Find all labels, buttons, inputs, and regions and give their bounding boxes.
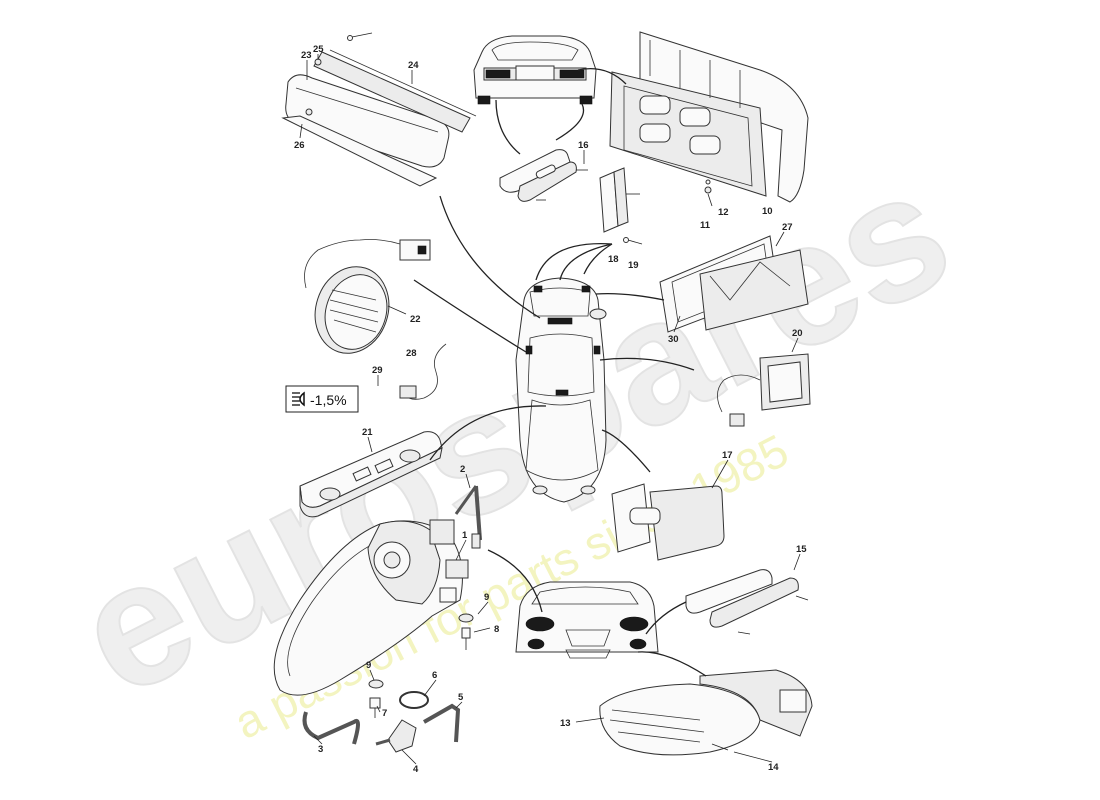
callout-23: 23: [301, 50, 312, 61]
bulb-harness: [399, 343, 447, 400]
level-symbol-text: -1,5%: [310, 392, 347, 408]
car-front-view: [515, 581, 659, 659]
headlamp-fixings: [302, 613, 474, 753]
callout-26: 26: [294, 140, 305, 151]
number-plate-lamp: [499, 149, 588, 202]
callout-19: 19: [628, 260, 639, 271]
callout-25: 25: [313, 44, 324, 55]
reverse-lamp-seal: [599, 167, 643, 245]
callout-21: 21: [362, 427, 373, 438]
rear-light-cluster: [609, 31, 809, 203]
fog-lamp: [599, 669, 813, 756]
callout-5: 5: [458, 692, 464, 703]
callout-10: 10: [762, 206, 773, 217]
callout-14: 14: [768, 762, 779, 773]
headlamp-level-label: -1,5%: [285, 385, 359, 413]
callout-12: 12: [718, 207, 729, 218]
interior-lamp: [299, 431, 443, 518]
callout-ticks: [299, 54, 801, 765]
callout-11: 11: [700, 220, 711, 231]
callout-9b: 9: [366, 660, 371, 671]
side-marker-lamp: [717, 353, 811, 427]
callout-30: 30: [668, 334, 679, 345]
callout-17: 17: [722, 450, 733, 461]
callout-18: 18: [608, 254, 619, 265]
callout-24: 24: [408, 60, 419, 71]
callout-3: 3: [318, 744, 323, 755]
high-level-lamp-assembly: [281, 32, 477, 187]
callout-9a: 9: [484, 592, 489, 603]
watermark: eurospares a passion for parts since 198…: [48, 131, 979, 749]
callout-2: 2: [460, 464, 465, 475]
watermark-brand: eurospares: [49, 132, 978, 734]
washer-hose: [454, 485, 482, 549]
callout-1: 1: [462, 530, 468, 541]
front-indicator-lamp: [611, 483, 725, 561]
callout-16: 16: [578, 140, 589, 151]
callout-29: 29: [372, 365, 383, 376]
callout-4: 4: [413, 764, 419, 775]
callout-27: 27: [782, 222, 793, 233]
callout-22: 22: [410, 314, 421, 325]
callout-7: 7: [382, 708, 387, 719]
leader-arrows: [413, 67, 707, 677]
callout-28: 28: [406, 348, 417, 359]
callout-15: 15: [796, 544, 807, 555]
callout-labels: 23 25 24 26 16 12 11 10 18 19 27 22 30 2…: [294, 44, 807, 775]
callout-20: 20: [792, 328, 803, 339]
callout-13: 13: [560, 718, 571, 729]
headlamp-level-icon: [292, 391, 305, 407]
side-lamp-assembly: [659, 235, 809, 333]
side-repeater-lamp: [304, 239, 431, 354]
callout-8: 8: [494, 624, 499, 635]
car-rear-view: [473, 35, 597, 105]
callout-6: 6: [432, 670, 437, 681]
car-top-view: [515, 277, 607, 503]
headlamp-unit: [273, 519, 469, 696]
front-plate-lamp: [685, 569, 809, 635]
